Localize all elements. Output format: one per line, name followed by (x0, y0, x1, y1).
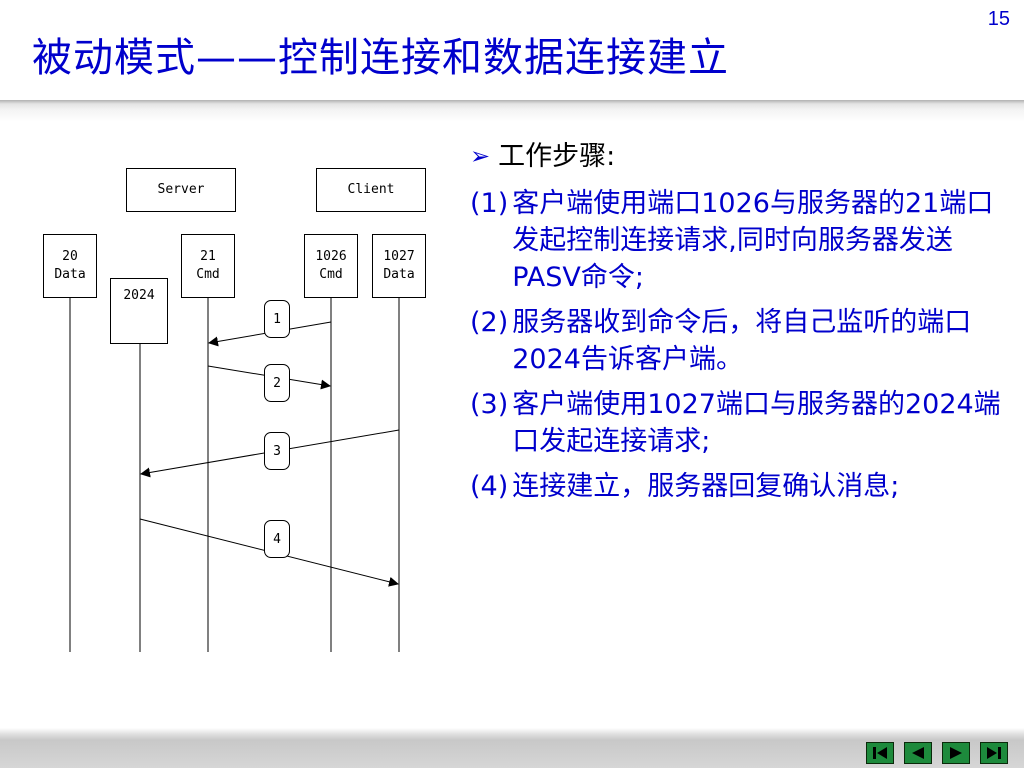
step-item: (4) 连接建立，服务器回复确认消息; (470, 468, 1014, 505)
port-20-number: 20 (62, 249, 78, 264)
message-3-label: 3 (264, 432, 290, 470)
client-box: Client (316, 168, 426, 212)
port-1026-role: Cmd (319, 267, 343, 282)
message-3-number: 3 (273, 443, 281, 459)
previous-slide-button[interactable] (904, 742, 932, 764)
port-21-number: 21 (200, 249, 216, 264)
step-number: (4) (470, 471, 509, 502)
message-2-label: 2 (264, 364, 290, 402)
port-1027-number: 1027 (383, 249, 415, 264)
steps-panel: ➢ 工作步骤: (1) 客户端使用端口1026与服务器的21端口发起控制连接请求… (470, 138, 1014, 513)
port-20-data-box: 20 Data (43, 234, 97, 298)
port-21-cmd-box: 21 Cmd (181, 234, 235, 298)
title-divider (0, 100, 1024, 122)
server-box: Server (126, 168, 236, 212)
steps-heading-text: 工作步骤: (498, 141, 616, 172)
step-text: 服务器收到命令后，将自己监听的端口2024告诉客户端。 (512, 307, 972, 375)
port-1027-role: Data (383, 267, 415, 282)
next-slide-button[interactable] (942, 742, 970, 764)
port-1027-data-box: 1027 Data (372, 234, 426, 298)
page-number: 15 (987, 8, 1010, 30)
port-2024-number: 2024 (123, 288, 155, 303)
sequence-diagram: Server Client 20 Data 21 Cmd 1026 Cmd 10… (36, 162, 440, 652)
first-slide-button[interactable] (866, 742, 894, 764)
port-20-role: Data (54, 267, 86, 282)
bullet-arrow-icon: ➢ (470, 142, 491, 170)
port-2024-box: 2024 (110, 278, 168, 344)
next-slide-icon (950, 747, 962, 759)
step-item: (1) 客户端使用端口1026与服务器的21端口发起控制连接请求,同时向服务器发… (470, 185, 1014, 296)
footer-bar (0, 728, 1024, 768)
last-slide-icon (987, 747, 1001, 759)
message-1-number: 1 (273, 311, 281, 327)
step-number: (2) (470, 307, 509, 338)
step-number: (3) (470, 389, 509, 420)
client-label: Client (347, 182, 395, 197)
previous-slide-icon (912, 747, 924, 759)
step-number: (1) (470, 188, 509, 219)
first-slide-icon (873, 747, 887, 759)
step-text: 客户端使用1027端口与服务器的2024端口发起连接请求; (512, 389, 1001, 457)
message-4-number: 4 (273, 531, 281, 547)
port-21-role: Cmd (196, 267, 220, 282)
step-text: 客户端使用端口1026与服务器的21端口发起控制连接请求,同时向服务器发送PAS… (512, 188, 994, 293)
message-2-number: 2 (273, 375, 281, 391)
message-1-label: 1 (264, 300, 290, 338)
port-1026-number: 1026 (315, 249, 347, 264)
step-item: (2) 服务器收到命令后，将自己监听的端口2024告诉客户端。 (470, 304, 1014, 378)
message-4-label: 4 (264, 520, 290, 558)
port-1026-cmd-box: 1026 Cmd (304, 234, 358, 298)
last-slide-button[interactable] (980, 742, 1008, 764)
step-item: (3) 客户端使用1027端口与服务器的2024端口发起连接请求; (470, 386, 1014, 460)
server-label: Server (157, 182, 205, 197)
slide-title: 被动模式——控制连接和数据连接建立 (32, 35, 729, 81)
step-text: 连接建立，服务器回复确认消息; (512, 471, 900, 502)
steps-heading: ➢ 工作步骤: (470, 138, 1014, 175)
